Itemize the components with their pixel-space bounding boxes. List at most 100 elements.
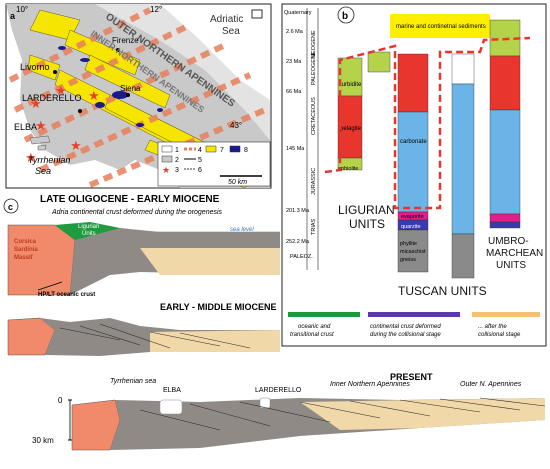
- quaternary-label: Quaternary: [284, 10, 312, 16]
- age-145: 145 Ma: [286, 146, 305, 152]
- age-201.3: 201.3 Ma: [286, 208, 310, 214]
- svg-text:★: ★: [162, 165, 170, 175]
- elba-island: [29, 135, 51, 145]
- siena-dot: [126, 93, 130, 97]
- legend-2: 2: [175, 157, 179, 164]
- phyllite-label: phyllite: [400, 241, 417, 247]
- map-legend: 1 2 ★ 3 4 5 6 7 8 50 km: [157, 141, 271, 187]
- cretaceous-label: CRETACEOUS: [311, 97, 317, 135]
- svg-text:★: ★: [55, 83, 67, 98]
- panel-a-map: ★ ★ ★ ★ ★ ★ a 10° 12° 43° Adriatic Sea O…: [5, 3, 272, 189]
- neogene-label: NEOGENE: [311, 30, 317, 58]
- legend-continental-1: continental crust deformed: [370, 324, 441, 330]
- umbro-unit-label-3: UNITS: [496, 260, 526, 271]
- hpt-arrow: [37, 281, 63, 291]
- gneiss-label: gneiss: [400, 257, 416, 263]
- tyrrhenian-sea-label: Sea: [35, 166, 51, 176]
- age-252.2: 252.2 Ma: [286, 239, 310, 245]
- stage2-title: EARLY - MIDDLE MIOCENE: [160, 302, 277, 312]
- legend-6: 6: [198, 167, 202, 174]
- svg-text:★: ★: [35, 118, 47, 133]
- turbidite-label: turbidite: [340, 82, 362, 88]
- foreland-stage2: [150, 330, 280, 352]
- legend-after-1: ... after the: [478, 324, 507, 330]
- sea-level-label: sea level: [230, 227, 254, 233]
- panel-c-badge: [3, 198, 19, 214]
- time-scale: Quaternary 2.6 Ma 23 Ma 66 Ma 145 Ma 201…: [284, 10, 317, 260]
- larderello-dot: [78, 109, 82, 113]
- panel-c-sections: c LATE OLIGOCENE - EARLY MIOCENE Adria c…: [3, 194, 546, 451]
- foreland-stage3: [300, 398, 545, 430]
- lat43-label: 43°: [230, 121, 242, 130]
- ligurian-section-label-2: Units: [82, 231, 96, 237]
- hpt-label: HP/LT oceanic crust: [38, 292, 95, 298]
- elba-label: ELBA: [14, 122, 37, 132]
- inset-box: [251, 9, 263, 19]
- legend-8: 8: [244, 147, 248, 154]
- age-66: 66 Ma: [286, 89, 302, 95]
- paleogene-label: PALEOGENE: [311, 51, 317, 85]
- jurassic-label: JURASSIC: [311, 168, 317, 195]
- legend-1: 1: [175, 147, 179, 154]
- carbonate-label: carbonate: [400, 139, 427, 145]
- larderello-pluton: [259, 397, 271, 409]
- outer-apennines-section-label: Outer N. Apennines: [460, 381, 522, 388]
- age-23: 23 Ma: [286, 59, 302, 65]
- unit-labels: LIGURIAN UNITS TUSCAN UNITS UMBRO- MARCH…: [338, 203, 543, 298]
- hydrothermal-sites: ★ ★ ★ ★ ★ ★: [25, 83, 100, 165]
- ligurian-column: turbidite pelagite ophiolite: [337, 57, 363, 172]
- panel-a-label: a: [10, 11, 16, 21]
- foreland-stage1: [140, 248, 280, 275]
- legend-4: 4: [198, 147, 202, 154]
- ophiolite-outcrops: [58, 46, 163, 127]
- scale-bar-label: 50 km: [228, 179, 247, 186]
- livorno-dot: [53, 70, 57, 74]
- legend-5: 5: [198, 157, 202, 164]
- legend-oceanic-1: oceanic and: [298, 324, 331, 330]
- svg-text:★: ★: [30, 96, 42, 111]
- legend-7: 7: [220, 147, 224, 154]
- panel-b-badge: [337, 6, 355, 24]
- paleozoic-label: PALEOZ.: [290, 254, 313, 260]
- lon12-label: 12°: [150, 5, 162, 14]
- pelagite-label: pelagite: [340, 126, 362, 132]
- depth-zero-label: 0: [58, 396, 63, 405]
- evaporite-label: evaporite: [401, 214, 424, 220]
- ligurian-section-label-1: Ligurian: [78, 224, 99, 230]
- quarzite-label: quarzite: [401, 224, 421, 230]
- umbro-unit-label-2: MARCHEAN: [486, 248, 543, 259]
- ligurian-unit-label-2: UNITS: [349, 217, 385, 231]
- corsica-label-2: Sardinia: [14, 247, 38, 253]
- siena-label: Siena: [120, 84, 141, 93]
- elba-section-label: ELBA: [163, 387, 181, 394]
- panel-b-legend: oceanic and transitional crust continent…: [288, 312, 540, 338]
- thrust-trace: [324, 36, 531, 210]
- trias-label: TRIAS: [311, 218, 317, 235]
- larderello-section-label: LARDERELLO: [255, 387, 302, 394]
- age-2.6: 2.6 Ma: [286, 29, 304, 35]
- ligurian-unit-label-1: LIGURIAN: [338, 203, 395, 217]
- legend-continental-2: during the collisional stage: [370, 332, 441, 338]
- firenze-dot: [116, 48, 120, 52]
- legend-oceanic-2: transitional crust: [290, 332, 334, 338]
- tuscan-column: carbonate evaporite quarzite phyllite mi…: [397, 53, 429, 273]
- umbro-unit-label-1: UMBRO-: [488, 236, 529, 247]
- marine-sediments-label: marine and continetnal sediments: [396, 24, 486, 30]
- neogene-column: [367, 51, 391, 73]
- panel-b-columns: b Quaternary 2.6 Ma 23 Ma 66 Ma 145 Ma 2…: [281, 3, 547, 347]
- larderello-label: LARDERELLO: [22, 93, 82, 103]
- corsica-label-3: Massif: [14, 255, 34, 261]
- tyrrhenian-label: Tyrrhenian: [28, 155, 70, 165]
- svg-text:★: ★: [70, 138, 82, 153]
- tyrrhenian-section-label: Tyrrhenian sea: [110, 378, 156, 385]
- basement-column: [451, 53, 475, 279]
- corsica-label-1: Corsica: [14, 239, 37, 245]
- stage1-subtitle: Adria continental crust deformed during …: [51, 209, 223, 216]
- adriatic-sea-label: Sea: [222, 26, 240, 37]
- panel-c-label: c: [8, 202, 13, 212]
- ophiolite-label: ophiolite: [338, 166, 359, 172]
- lon10-label: 10°: [16, 5, 28, 14]
- islet: [37, 144, 47, 151]
- adriatic-label: Adriatic: [210, 14, 243, 25]
